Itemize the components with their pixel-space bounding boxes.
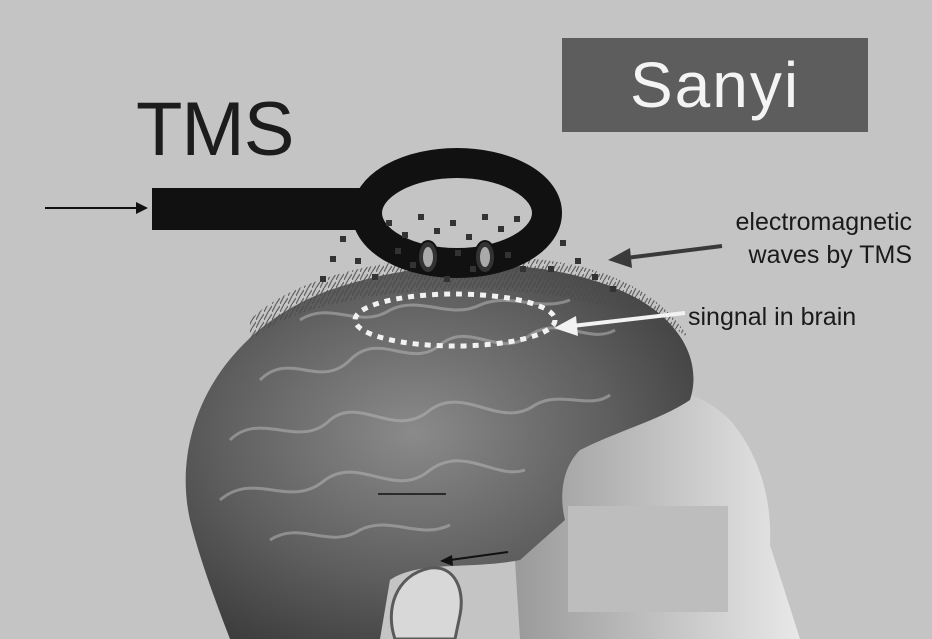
coil-loop (367, 163, 547, 263)
coil-handle (152, 188, 367, 230)
em-waves-label: electromagnetic waves by TMS (672, 206, 912, 271)
em-label-line-2: waves by TMS (672, 239, 912, 272)
brain-signal-label: singnal in brain (688, 302, 856, 332)
input-arrow (45, 202, 148, 214)
ear-shape (391, 568, 461, 639)
brand-text: Sanyi (630, 53, 800, 117)
brand-box: Sanyi (562, 38, 868, 132)
diagram-title: TMS (136, 92, 293, 168)
blurred-face-patch (568, 506, 728, 612)
em-label-line-1: electromagnetic (672, 206, 912, 239)
